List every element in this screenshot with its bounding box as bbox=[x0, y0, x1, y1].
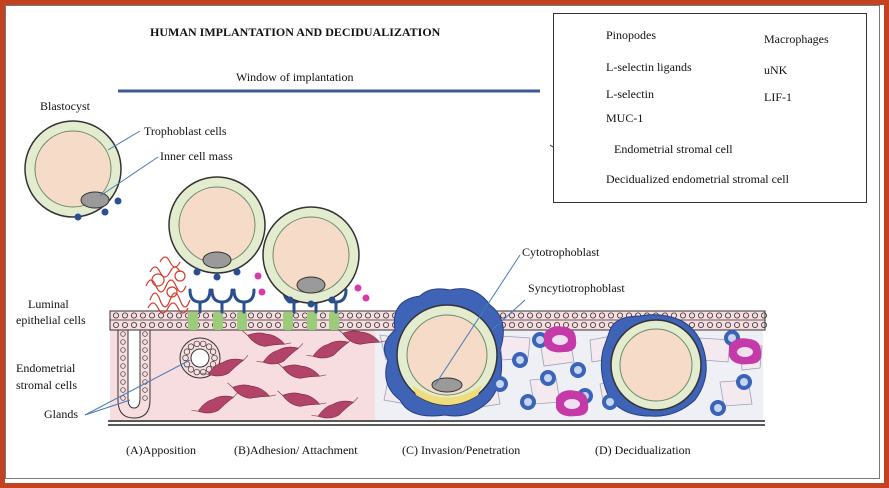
cytotrophoblast-label: Cytotrophoblast bbox=[522, 245, 600, 259]
window-label: Window of implantation bbox=[236, 70, 354, 84]
syncytiotrophoblast-label: Syncytiotrophoblast bbox=[528, 281, 625, 295]
blastocyst-invading bbox=[383, 288, 504, 417]
macrophages bbox=[544, 326, 762, 417]
stage-c-label: (C) Invasion/Penetration bbox=[402, 443, 521, 457]
inner-cell-mass-label: Inner cell mass bbox=[160, 149, 233, 163]
legend-stromal-cell: Endometrial stromal cell bbox=[614, 142, 733, 156]
gland-cross-section bbox=[179, 337, 221, 379]
gland-tube bbox=[117, 329, 151, 419]
lif1-dots bbox=[254, 272, 370, 302]
pinopodes bbox=[188, 312, 339, 330]
legend-pinopodes: Pinopodes bbox=[606, 28, 657, 42]
diagram-title: HUMAN IMPLANTATION AND DECIDUALIZATION bbox=[150, 25, 441, 39]
pointer-arrows bbox=[84, 130, 526, 416]
legend-l-selectin: L-selectin bbox=[606, 87, 654, 101]
blastocyst-decidualized bbox=[600, 314, 707, 417]
legend-l-selectin-ligands: L-selectin ligands bbox=[606, 60, 692, 74]
legend-muc1: MUC-1 bbox=[606, 111, 644, 125]
muc1-coils bbox=[145, 256, 191, 314]
endometrial-stromal-cells bbox=[191, 328, 387, 419]
blastocyst-free bbox=[24, 120, 122, 221]
trophoblast-label: Trophoblast cells bbox=[144, 124, 227, 138]
legend-box bbox=[553, 13, 867, 203]
luminal-label-1: Luminal bbox=[28, 297, 69, 311]
stage-b-label: (B)Adhesion/ Attachment bbox=[234, 443, 358, 457]
legend-unk: uNK bbox=[764, 63, 788, 77]
stromal-label-1: Endometrial bbox=[16, 361, 76, 375]
diagram-panel bbox=[5, 5, 880, 479]
stage-d-label: (D) Decidualization bbox=[595, 443, 691, 457]
blastocyst-adhesion bbox=[262, 206, 360, 308]
legend-lif1: LIF-1 bbox=[764, 90, 792, 104]
stage-a-label: (A)Apposition bbox=[126, 443, 196, 457]
unk-cells bbox=[492, 330, 752, 416]
legend-macrophages: Macrophages bbox=[764, 32, 829, 46]
glands-label: Glands bbox=[44, 407, 78, 421]
stromal-label-2: stromal cells bbox=[16, 378, 77, 392]
luminal-label-2: epithelial cells bbox=[16, 313, 86, 327]
blastocyst-apposition bbox=[168, 176, 266, 281]
legend-decidualized: Decidualized endometrial stromal cell bbox=[606, 172, 789, 186]
blastocyst-label: Blastocyst bbox=[40, 99, 90, 113]
